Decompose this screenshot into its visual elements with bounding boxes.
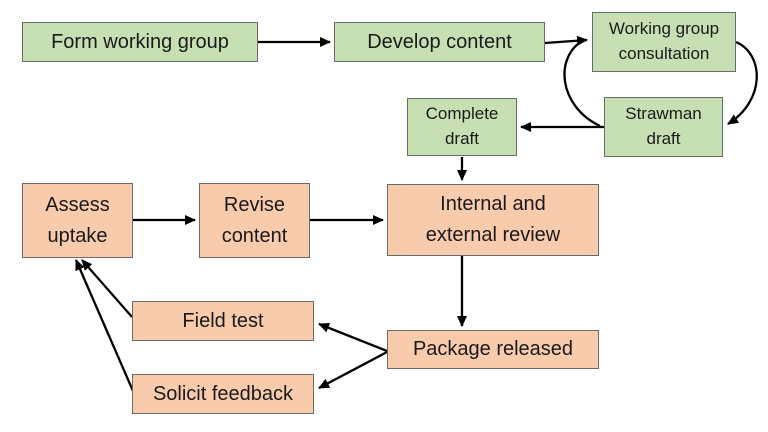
- node-develop-content: Develop content: [334, 22, 545, 62]
- arrow-develop-to-consultation: [544, 35, 588, 46]
- node-field-test: Field test: [132, 301, 314, 341]
- node-solicit-feedback: Solicit feedback: [132, 374, 314, 414]
- node-label: Complete draft: [425, 104, 499, 148]
- node-label: Develop content: [367, 30, 512, 53]
- node-revise-content: Revise content: [199, 183, 310, 258]
- arrow-package-to-fieldtest: [318, 322, 388, 353]
- arrow-strawman-to-consultation-curve: [563, 38, 601, 128]
- node-complete-draft: Complete draft: [407, 98, 517, 156]
- node-label: Solicit feedback: [152, 382, 294, 405]
- arrow-consultation-to-strawman-curve: [727, 40, 758, 125]
- node-internal-external-review: Internal and external review: [387, 184, 599, 256]
- node-label: Revise content: [221, 193, 288, 247]
- node-assess-uptake: Assess uptake: [22, 183, 133, 258]
- arrow-solicit-to-assess: [74, 259, 135, 392]
- node-working-group-consultation: Working group consultation: [592, 12, 736, 72]
- node-form-working-group: Form working group: [22, 22, 258, 62]
- node-strawman-draft: Strawman draft: [604, 97, 723, 157]
- arrow-fieldtest-to-assess: [81, 259, 133, 318]
- node-label: Package released: [412, 338, 574, 360]
- node-label: Field test: [182, 309, 264, 332]
- node-label: Strawman draft: [625, 104, 702, 148]
- node-label: Assess uptake: [45, 193, 110, 247]
- node-label: Form working group: [51, 30, 229, 53]
- arrow-package-to-solicit: [318, 350, 388, 390]
- node-label: Internal and external review: [425, 193, 561, 246]
- node-label: Working group consultation: [608, 19, 720, 63]
- node-package-released: Package released: [387, 330, 599, 369]
